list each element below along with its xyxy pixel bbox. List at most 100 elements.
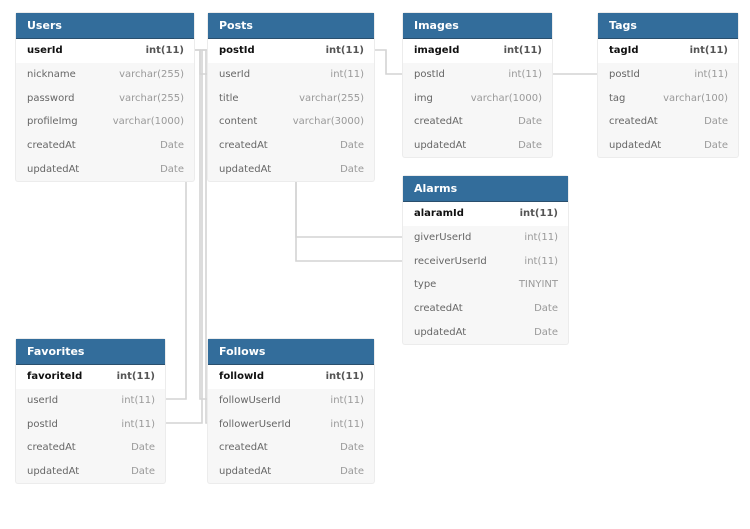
field-type: int(11)	[330, 69, 364, 81]
field-type: int(11)	[689, 45, 728, 57]
field-name: createdAt	[414, 116, 463, 128]
field-row[interactable]: title varchar(255)	[208, 86, 374, 110]
field-type: int(11)	[145, 45, 184, 57]
field-type: int(11)	[503, 45, 542, 57]
field-type: varchar(3000)	[292, 116, 364, 128]
field-name: tagId	[609, 45, 639, 57]
field-name: receiverUserId	[414, 255, 487, 267]
field-type: int(11)	[325, 371, 364, 383]
table-tags[interactable]: Tags tagId int(11) postId int(11) tag varchar…	[598, 13, 738, 158]
field-row[interactable]: followUserId int(11)	[208, 389, 374, 413]
field-name: updatedAt	[414, 140, 467, 152]
field-name: postId	[27, 418, 58, 430]
field-type: Date	[704, 116, 728, 128]
field-row[interactable]: postId int(11)	[16, 412, 165, 436]
field-name: followUserId	[219, 395, 281, 407]
field-type: Date	[518, 116, 542, 128]
field-name: createdAt	[414, 303, 463, 315]
field-name: password	[27, 92, 75, 104]
field-type: varchar(100)	[663, 92, 728, 104]
field-row[interactable]: content varchar(3000)	[208, 110, 374, 134]
field-type: int(11)	[694, 69, 728, 81]
field-name: createdAt	[27, 140, 76, 152]
field-type: varchar(1000)	[470, 92, 542, 104]
field-name: createdAt	[219, 442, 268, 454]
primary-key-row[interactable]: tagId int(11)	[598, 39, 738, 63]
field-type: int(11)	[121, 418, 155, 430]
rel-posts-alarms-receiver	[295, 180, 403, 262]
field-type: Date	[131, 442, 155, 454]
field-type: varchar(255)	[299, 92, 364, 104]
table-title: Favorites	[16, 339, 165, 365]
field-name: updatedAt	[609, 140, 662, 152]
field-type: int(11)	[524, 255, 558, 267]
rel-posts-alarms-giver	[295, 180, 403, 238]
field-name: createdAt	[609, 116, 658, 128]
field-type: int(11)	[116, 371, 155, 383]
field-name: giverUserId	[414, 232, 472, 244]
field-row[interactable]: tag varchar(100)	[598, 86, 738, 110]
field-name: updatedAt	[414, 326, 467, 338]
field-type: varchar(1000)	[112, 116, 184, 128]
rel-users-follows-followuser	[194, 49, 208, 400]
rel-posts-favorites	[165, 49, 208, 424]
field-row[interactable]: postId int(11)	[598, 63, 738, 87]
field-row[interactable]: updatedAt Date	[598, 134, 738, 158]
field-type: int(11)	[508, 69, 542, 81]
field-type: int(11)	[330, 395, 364, 407]
field-name: followerUserId	[219, 418, 291, 430]
field-name: postId	[609, 69, 640, 81]
table-title: Alarms	[403, 176, 568, 202]
field-type: int(11)	[524, 232, 558, 244]
field-row[interactable]: receiverUserId int(11)	[403, 249, 568, 273]
field-type: Date	[340, 466, 364, 478]
field-name: updatedAt	[27, 466, 80, 478]
field-row[interactable]: giverUserId int(11)	[403, 226, 568, 250]
field-type: varchar(255)	[119, 69, 184, 81]
field-type: Date	[340, 140, 364, 152]
field-type: varchar(255)	[119, 92, 184, 104]
field-name: tag	[609, 92, 626, 104]
table-title: Posts	[208, 13, 374, 39]
field-type: int(11)	[121, 395, 155, 407]
field-name: title	[219, 92, 239, 104]
table-title: Tags	[598, 13, 738, 39]
field-name: content	[219, 116, 258, 128]
field-name: alaramId	[414, 208, 464, 220]
field-row[interactable]: password varchar(255)	[16, 86, 194, 110]
field-row[interactable]: createdAt Date	[403, 110, 552, 134]
field-row[interactable]: createdAt Date	[598, 110, 738, 134]
field-type: Date	[704, 140, 728, 152]
